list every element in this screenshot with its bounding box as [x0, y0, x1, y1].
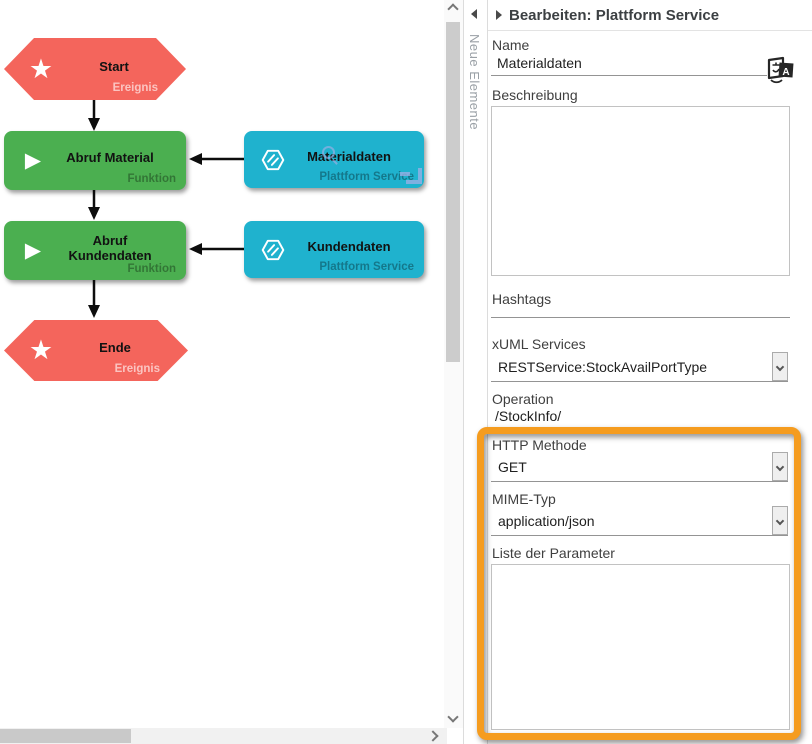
- node-type-label: Funktion: [127, 173, 176, 185]
- service-hexagon-icon: [254, 237, 292, 263]
- xuml-services-label: xUML Services: [492, 336, 586, 352]
- panel-header: Bearbeiten: Plattform Service: [488, 0, 812, 31]
- parameter-label: Liste der Parameter: [492, 545, 615, 561]
- palette-gutter[interactable]: Neue Elemente: [463, 0, 488, 744]
- diagram-canvas[interactable]: ★ Start Ereignis ▶ Abruf Material Funkti…: [0, 0, 444, 728]
- name-input[interactable]: [491, 52, 767, 76]
- star-icon: ★: [28, 53, 54, 84]
- mime-typ-select[interactable]: application/json: [491, 506, 788, 536]
- panel-collapse-arrow-icon[interactable]: [496, 10, 502, 20]
- node-ende[interactable]: ★ Ende Ereignis: [4, 320, 188, 381]
- node-title: Abruf Kundendaten: [68, 232, 152, 263]
- palette-collapsed-label[interactable]: Neue Elemente: [467, 34, 482, 131]
- event-shape: [4, 320, 188, 381]
- node-title: Abruf Material: [66, 150, 154, 165]
- node-type-label: Funktion: [127, 263, 176, 275]
- horizontal-scroll-thumb[interactable]: [0, 729, 131, 743]
- node-abruf-kundendaten[interactable]: ▶ Abruf Kundendaten Funktion: [4, 221, 186, 280]
- hashtags-input[interactable]: [491, 294, 790, 318]
- beschreibung-textarea[interactable]: [491, 106, 790, 276]
- hover-magnifier-icon[interactable]: [322, 146, 335, 159]
- node-start[interactable]: ★ Start Ereignis: [4, 38, 186, 100]
- translate-icon[interactable]: A: [764, 52, 798, 86]
- vertical-scroll-thumb[interactable]: [446, 22, 460, 362]
- palette-expand-arrow-icon[interactable]: [471, 9, 477, 19]
- http-methode-value: GET: [498, 459, 527, 475]
- dropdown-chevron-icon[interactable]: [772, 352, 788, 381]
- parameter-textarea[interactable]: [491, 564, 790, 730]
- node-type-label: Ereignis: [114, 363, 160, 375]
- node-title: Materialdaten: [307, 149, 391, 164]
- beschreibung-label: Beschreibung: [492, 87, 578, 103]
- star-icon: ★: [28, 335, 54, 365]
- hover-connect-icon[interactable]: [400, 168, 422, 184]
- play-icon: ▶: [24, 149, 42, 172]
- panel-title: Bearbeiten: Plattform Service: [509, 6, 720, 24]
- operation-value: /StockInfo/: [495, 408, 562, 424]
- svg-text:A: A: [782, 67, 789, 78]
- node-kundendaten[interactable]: Kundendaten Plattform Service: [244, 221, 424, 278]
- mime-typ-value: application/json: [498, 513, 595, 529]
- scroll-right-button[interactable]: [424, 727, 442, 744]
- node-title: Kundendaten: [307, 239, 391, 254]
- name-label: Name: [492, 37, 530, 53]
- scroll-up-button[interactable]: [444, 0, 462, 18]
- event-shape: [4, 38, 186, 100]
- vertical-scrollbar[interactable]: [444, 0, 463, 728]
- node-abruf-material[interactable]: ▶ Abruf Material Funktion: [4, 131, 186, 190]
- properties-panel: Bearbeiten: Plattform Service Name A Bes…: [488, 0, 812, 744]
- mime-typ-label: MIME-Typ: [492, 491, 556, 507]
- http-methode-select[interactable]: GET: [491, 452, 788, 482]
- dropdown-chevron-icon[interactable]: [772, 452, 788, 481]
- operation-label: Operation: [492, 391, 554, 407]
- diagram-edges: [88, 100, 244, 318]
- node-title: Ende: [99, 340, 131, 355]
- dropdown-chevron-icon[interactable]: [772, 506, 788, 535]
- xuml-services-select[interactable]: RESTService:StockAvailPortType: [491, 352, 788, 382]
- xuml-services-value: RESTService:StockAvailPortType: [498, 359, 708, 375]
- scroll-down-button[interactable]: [444, 708, 462, 726]
- play-icon: ▶: [24, 239, 42, 262]
- service-hexagon-icon: [254, 147, 292, 173]
- node-type-label: Plattform Service: [319, 171, 414, 183]
- horizontal-scrollbar[interactable]: [0, 728, 447, 744]
- node-title: Start: [99, 58, 129, 74]
- node-type-label: Plattform Service: [319, 261, 414, 273]
- http-methode-label: HTTP Methode: [492, 437, 587, 453]
- node-type-label: Ereignis: [112, 82, 158, 94]
